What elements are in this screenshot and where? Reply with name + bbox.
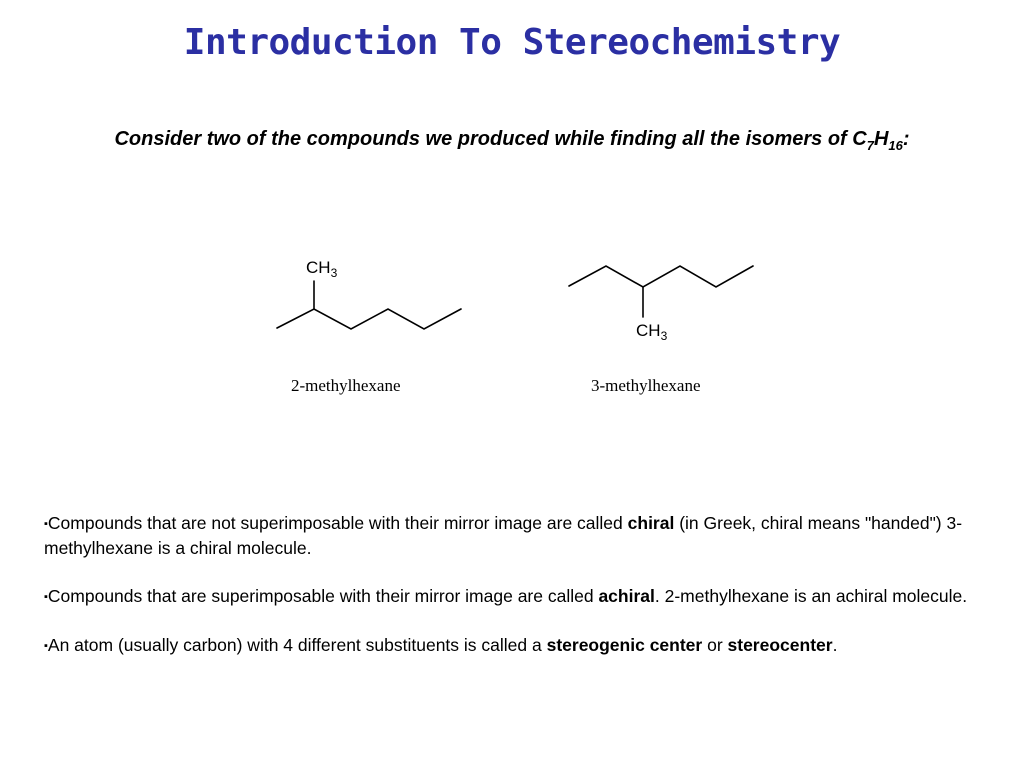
3-methylhexane-structure	[568, 265, 754, 318]
3-methylhexane-chain	[568, 265, 754, 288]
slide-subtitle: Consider two of the compounds we produce…	[0, 128, 1024, 153]
bullet-marker: ▪	[44, 591, 48, 603]
2-methylhexane-structure	[276, 280, 462, 330]
bullet-marker: ▪	[44, 640, 48, 652]
term-stereocenter: stereocenter	[727, 635, 833, 655]
term-stereogenic-center: stereogenic center	[546, 635, 703, 655]
subtitle-subscript-16: 16	[888, 138, 903, 153]
2-methylhexane-ch3-label: CH3	[306, 258, 338, 280]
2-methylhexane-chain	[276, 308, 462, 330]
subtitle-h: H	[873, 128, 889, 150]
bullet-chiral: ▪Compounds that are not superimposable w…	[44, 513, 963, 558]
subtitle-subscript-7: 7	[866, 138, 874, 153]
bullet-achiral: ▪Compounds that are superimposable with …	[44, 586, 968, 606]
bullet-stereocenter: ▪An atom (usually carbon) with 4 differe…	[44, 635, 838, 655]
bullet-list: ▪Compounds that are not superimposable w…	[44, 511, 994, 682]
bullet-marker: ▪	[44, 518, 48, 530]
term-achiral: achiral	[598, 586, 655, 606]
term-chiral: chiral	[627, 513, 675, 533]
3-methylhexane-ch3-label: CH3	[636, 321, 668, 343]
subtitle-colon: :	[902, 128, 910, 150]
2-methylhexane-name: 2-methylhexane	[291, 376, 401, 395]
slide-title: Introduction To Stereochemistry	[183, 22, 841, 63]
subtitle-text: Consider two of the compounds we produce…	[114, 128, 867, 150]
3-methylhexane-name: 3-methylhexane	[591, 376, 701, 395]
